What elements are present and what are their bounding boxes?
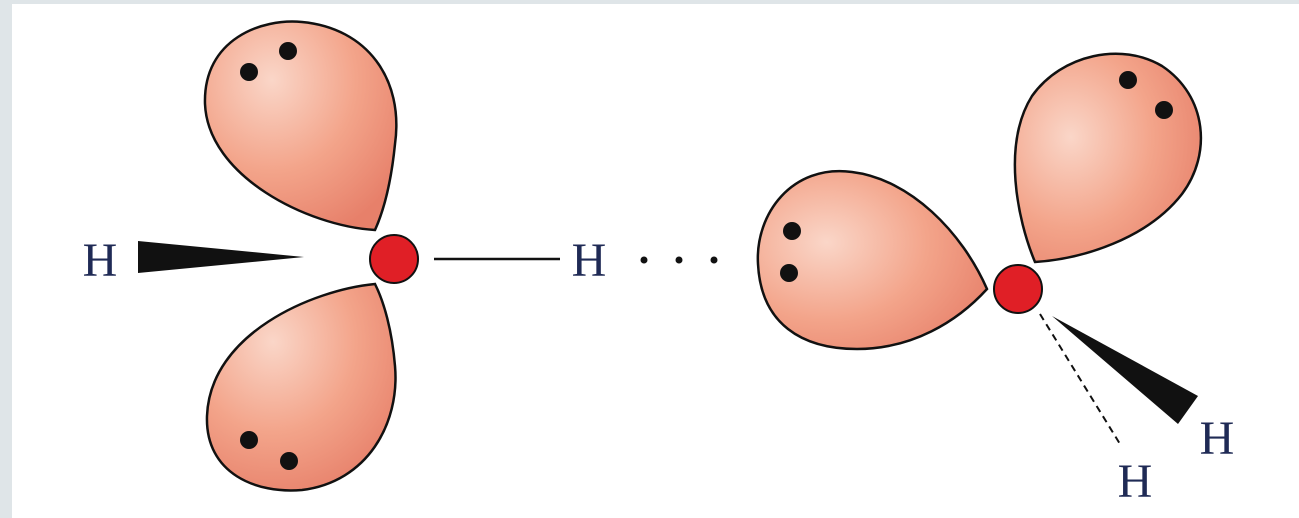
- hydrogen-bond-dot: [640, 256, 648, 264]
- left-hydrogen-label: H: [83, 234, 118, 287]
- right-dashed-bond: [1039, 313, 1121, 445]
- left-wedge-bond: [138, 241, 304, 273]
- hydrogen-bond-dot: [710, 256, 718, 264]
- right-upper-lone-pair-electron: [1155, 101, 1173, 119]
- right-water-molecule: H H: [756, 52, 1235, 508]
- right-left-lone-pair-electron: [783, 222, 801, 240]
- hydrogen-bond-diagram: H H H H: [83, 20, 1235, 508]
- right-upper-lone-pair-electron: [1119, 71, 1137, 89]
- left-oxygen-atom: [369, 234, 419, 284]
- left-upper-lone-pair-electron: [240, 63, 258, 81]
- right-left-lobe: [756, 169, 989, 351]
- right-wedge-bond: [1052, 316, 1198, 424]
- left-upper-lone-pair-electron: [279, 42, 297, 60]
- right-left-lone-pair-electron: [780, 264, 798, 282]
- left-lower-lone-pair-electron: [240, 431, 258, 449]
- left-lower-lone-pair-electron: [280, 452, 298, 470]
- diagram-canvas: H H H H: [12, 4, 1299, 518]
- hydrogen-bond-dot: [675, 256, 683, 264]
- hydrogen-bond-dots: [640, 256, 718, 264]
- right-lower-hydrogen-label: H: [1118, 455, 1153, 508]
- right-upper-lobe: [1013, 52, 1203, 264]
- left-water-molecule: H H: [83, 20, 607, 492]
- right-upper-hydrogen-label: H: [1200, 412, 1235, 465]
- left-upper-lobe: [203, 20, 398, 232]
- left-lower-lobe: [205, 282, 397, 492]
- right-oxygen-atom: [993, 264, 1043, 314]
- bridging-hydrogen-label: H: [572, 234, 607, 287]
